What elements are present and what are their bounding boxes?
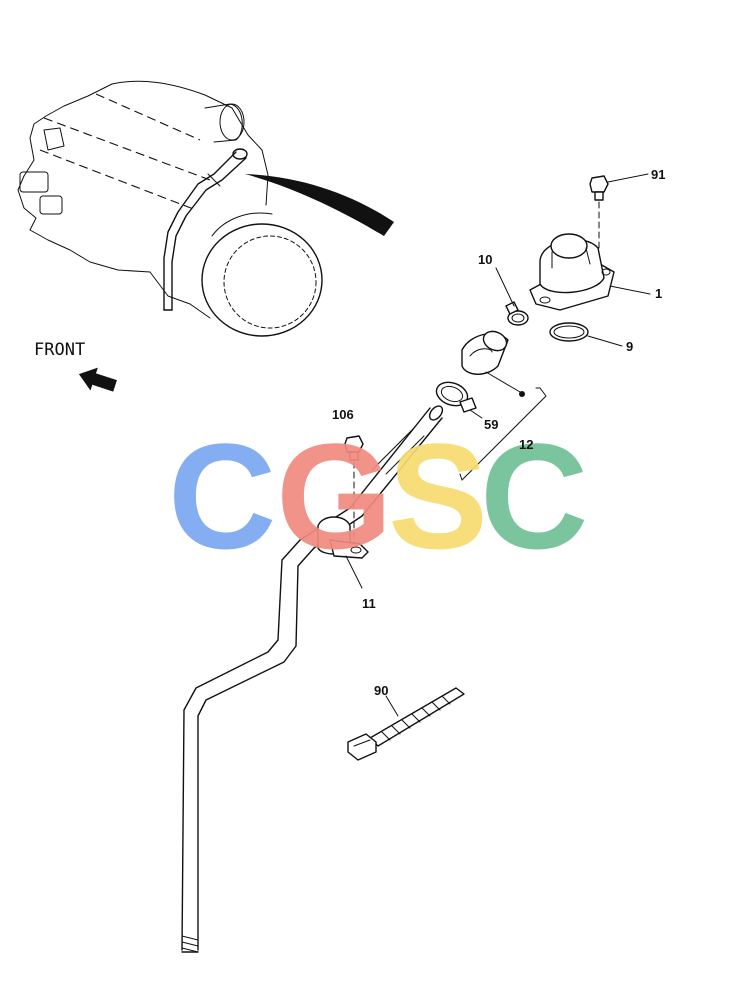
hose-kit-part-12 bbox=[459, 330, 547, 481]
o-ring-part-9 bbox=[549, 322, 623, 347]
watermark-logo: C G S C bbox=[168, 412, 588, 580]
bolt-part-106 bbox=[344, 435, 364, 549]
watermark-letter-c1: C bbox=[168, 412, 276, 580]
callout-11: 11 bbox=[362, 596, 376, 611]
bolt-part-91 bbox=[589, 173, 649, 261]
watermark-letter-g: G bbox=[276, 412, 393, 580]
front-label: FRONT bbox=[34, 340, 85, 360]
callout-91: 91 bbox=[651, 167, 665, 182]
callout-1: 1 bbox=[655, 286, 662, 301]
front-arrow-icon bbox=[78, 367, 117, 392]
callout-90: 90 bbox=[374, 683, 388, 698]
callout-9: 9 bbox=[626, 339, 633, 354]
watermark-letter-c2: C bbox=[480, 412, 588, 580]
engine-assembly bbox=[17, 80, 394, 337]
housing-part-1 bbox=[529, 233, 651, 311]
callout-106: 106 bbox=[332, 407, 354, 422]
guide-tube-part-11 bbox=[181, 405, 444, 953]
clamp-part-59 bbox=[435, 381, 483, 419]
cable-tie-part-90 bbox=[347, 687, 465, 761]
callout-10: 10 bbox=[478, 252, 492, 267]
watermark-letter-s: S bbox=[388, 412, 488, 580]
clamp-part-10 bbox=[495, 267, 529, 326]
callout-59: 59 bbox=[484, 417, 498, 432]
callout-12: 12 bbox=[519, 437, 533, 452]
